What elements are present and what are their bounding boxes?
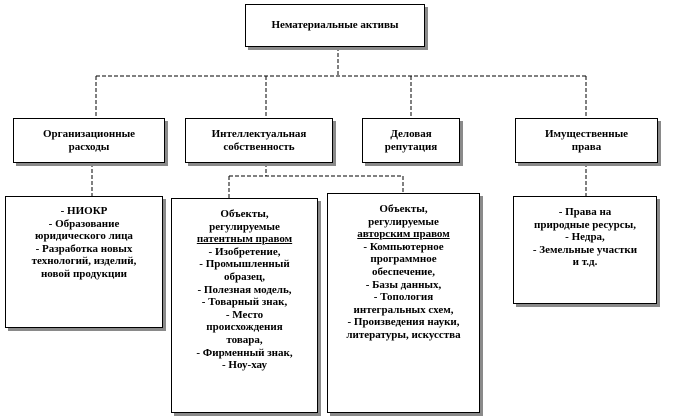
detail-author-line: интегральных схем, (353, 303, 454, 316)
detail-author-line: литературы, искусства (346, 328, 461, 341)
detail-org-line: - Разработка новых (35, 242, 133, 255)
detail-patent-line: происхождения (206, 321, 283, 334)
detail-org-line: новой продукции (40, 267, 128, 280)
detail-patent-line: - Ноу-хау (221, 359, 267, 372)
detail-patent-box: Объекты, регулируемые патентным правом -… (171, 198, 318, 413)
detail-patent-line: - Фирменный знак, (196, 346, 293, 359)
root-box: Нематериальные активы (245, 4, 425, 47)
detail-org-box: - НИОКР - Образование юридического лица … (5, 196, 163, 328)
detail-org-line: - Образование (48, 217, 120, 230)
detail-author-box: Объекты, регулируемые авторским правом -… (327, 193, 480, 413)
category-ip-box: Интеллектуальная собственность (185, 118, 333, 163)
category-org-label: расходы (68, 140, 110, 153)
detail-patent-line: - Место (225, 308, 264, 321)
detail-patent-line: - Изобретение, (208, 245, 281, 258)
detail-patent-line: регулируемые (209, 220, 280, 233)
category-org-box: Организационные расходы (13, 118, 165, 163)
detail-author-line: - Топология (373, 291, 434, 304)
detail-property-box: - Права на природные ресурсы, - Недра, -… (513, 196, 657, 304)
detail-patent-line: образец, (223, 270, 265, 283)
detail-org-line: - НИОКР (60, 205, 108, 217)
category-goodwill-label: Деловая (390, 127, 432, 140)
detail-author-line: обеспечение, (371, 265, 436, 278)
detail-patent-line: - Промышленный (199, 258, 290, 271)
category-ip-label: собственность (223, 140, 295, 153)
detail-author-line: - Базы данных, (365, 278, 442, 291)
detail-patent-heading: патентным правом (196, 233, 293, 246)
detail-org-line: технологий, изделий, (31, 255, 137, 268)
detail-property-line: - Земельные участки (532, 243, 638, 256)
detail-org-line: юридического лица (35, 230, 133, 243)
category-property-label: Имущественные (544, 127, 629, 140)
detail-author-line: Объекты, (379, 203, 428, 215)
detail-author-line: - Произведения науки, (347, 316, 460, 329)
detail-property-line: природные ресурсы, (534, 218, 636, 231)
detail-author-line: - Компьютерное (363, 240, 444, 253)
category-goodwill-box: Деловая репутация (362, 118, 460, 163)
detail-property-line: и т.д. (572, 256, 598, 269)
category-property-label: права (571, 140, 602, 153)
detail-property-line: - Недра, (565, 231, 605, 244)
detail-patent-line: - Товарный знак, (201, 296, 288, 309)
detail-patent-line: Объекты, (220, 208, 269, 220)
category-goodwill-label: репутация (384, 140, 438, 153)
category-org-label: Организационные (42, 127, 136, 140)
detail-author-line: программное (370, 253, 437, 266)
category-property-box: Имущественные права (515, 118, 658, 163)
detail-patent-line: товара, (226, 333, 263, 346)
detail-patent-line: - Полезная модель, (197, 283, 292, 296)
category-ip-label: Интеллектуальная (211, 127, 307, 140)
detail-author-line: регулируемые (368, 215, 439, 228)
detail-property-line: - Права на (558, 206, 612, 218)
detail-author-heading: авторским правом (357, 228, 450, 241)
root-label: Нематериальные активы (271, 19, 399, 32)
